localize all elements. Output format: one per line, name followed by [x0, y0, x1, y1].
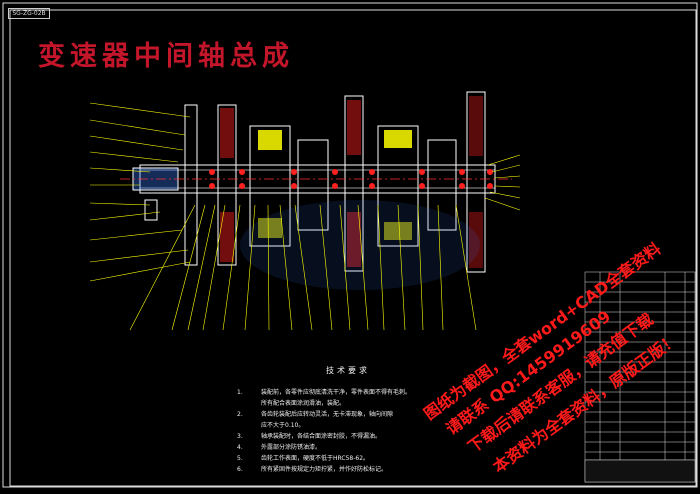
shaft-assembly: [120, 91, 512, 290]
requirement-item: 应不大于0.10。: [261, 422, 305, 429]
requirement-item: 6.所有紧固件按规定力矩拧紧，并作好防松标记。: [237, 466, 388, 473]
inner-frame: [9, 9, 697, 487]
outer-frame: [2, 2, 698, 488]
leader-lines-bottom: [129, 204, 477, 331]
right-housing-plate: [466, 91, 486, 273]
synchronizer-1: [297, 139, 329, 231]
requirement-item: 4.外露部分涂防锈油漆。: [237, 444, 322, 451]
requirement-item: 2.各齿轮装配后应转动灵活，无卡滞现象，轴向间隙: [237, 411, 394, 418]
leader-lines-left: [89, 102, 191, 282]
technical-requirements-heading: 技术要求: [326, 366, 370, 375]
requirement-item: 所有配合表面涂润滑油，装配。: [261, 400, 346, 407]
gear-1: [217, 104, 237, 266]
left-housing-plate: [184, 104, 198, 266]
hatch-region: [240, 200, 480, 290]
title-block: [584, 459, 696, 483]
technical-requirements-list: 1.装配前，各零件应彻底清洗干净，零件表面不得有毛刺。 所有配合表面涂润滑油，装…: [237, 387, 411, 475]
parts-list: [584, 271, 696, 483]
leader-lines-right: [484, 154, 521, 211]
gear-4: [377, 125, 419, 247]
requirement-item: 3.轴承装配时，各结合面涂密封胶，不得漏油。: [237, 433, 382, 440]
requirement-item: 1.装配前，各零件应彻底清洗干净，零件表面不得有毛刺。: [237, 389, 412, 396]
drawing-title: 变速器中间轴总成: [38, 41, 294, 72]
requirement-item: 5.齿轮工作表面，硬度不低于HRC58-62。: [237, 455, 370, 462]
bearings: [209, 169, 493, 189]
gear-3: [344, 95, 364, 272]
gear-2: [249, 125, 291, 247]
synchronizer-2: [427, 139, 457, 231]
drawing-id: SG-ZG-02B: [8, 8, 50, 19]
